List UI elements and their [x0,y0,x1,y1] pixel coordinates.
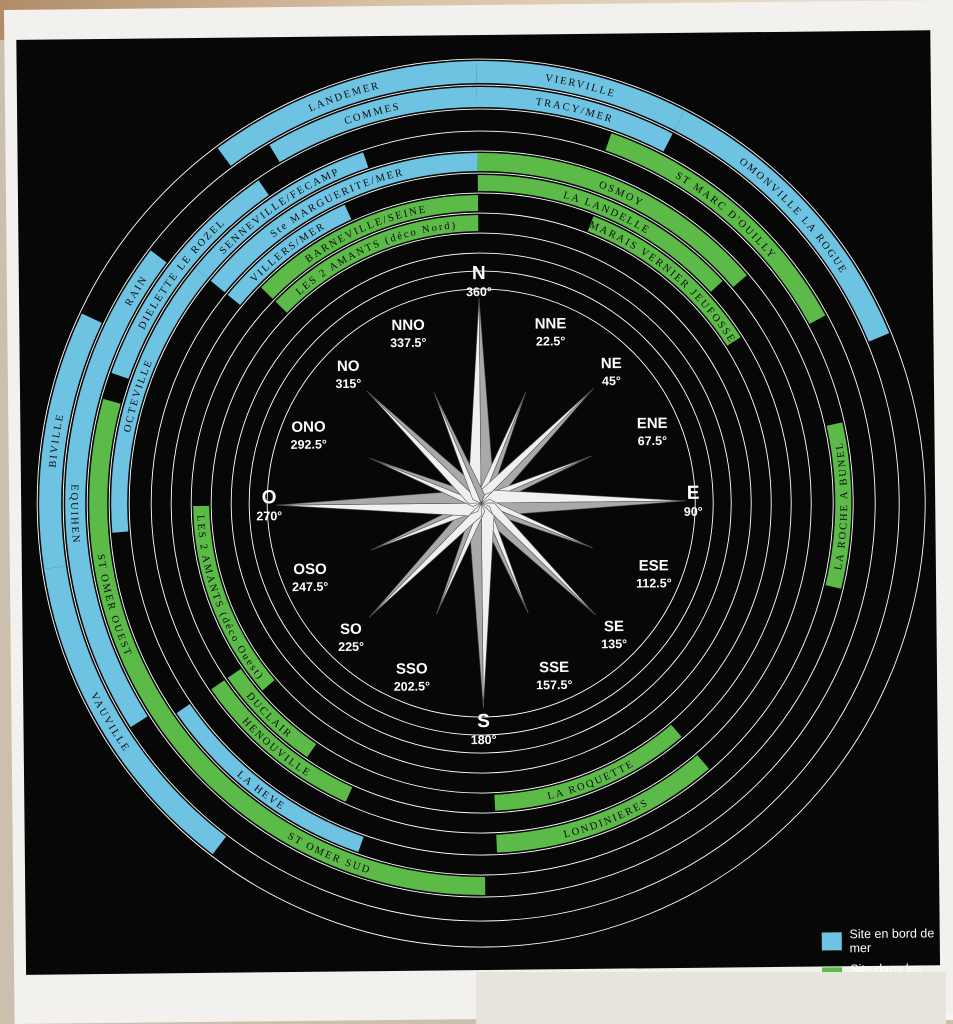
site-segment [476,61,685,131]
compass-degrees: 112.5° [636,576,672,590]
compass-degrees: 270° [256,509,282,523]
page-text-below [476,972,946,1024]
site-segment [825,422,852,589]
compass-degrees: 247.5° [292,580,328,594]
compass-direction: SSO [396,660,428,677]
compass-direction: O [262,487,277,508]
site-segment [275,215,479,313]
ring-line [230,252,732,754]
compass-degrees: 225° [338,640,364,654]
ring-lines [36,58,926,948]
site-segment [477,153,747,287]
site-segment [111,268,208,533]
site-segment [195,152,369,279]
ring-line [210,232,752,774]
ring-line [190,212,772,794]
compass-degrees: 337.5° [390,336,426,350]
site-segment [111,180,269,379]
compass-degrees: 360° [466,285,492,299]
compass-direction: ESE [639,557,669,574]
compass-direction: E [687,483,700,504]
compass-rose [276,298,687,709]
site-segment [496,755,709,853]
compass-direction: NNO [391,317,425,334]
ring-line [150,172,812,834]
compass-degrees: 157.5° [536,678,572,692]
site-segment [217,61,477,166]
site-segment [476,87,673,152]
site-segment [210,153,478,293]
ring-line [266,288,696,718]
compass-direction: SO [340,621,362,638]
site-segment [193,505,275,691]
site-segment [39,313,102,570]
compass-degrees: 292.5° [291,437,327,451]
ring-line [86,108,876,898]
compass-direction: SE [604,618,624,635]
compass-degrees: 45° [602,374,621,388]
site-segment [89,398,225,788]
compass-direction: NNE [535,315,567,332]
compass-degrees: 22.5° [536,334,565,348]
site-label: EQUIHEN [68,484,81,545]
compass-direction: N [472,263,486,284]
compass-direction: ENE [637,415,668,432]
site-segment [227,668,317,758]
site-segment [65,298,148,728]
compass-degrees: 180° [471,733,497,747]
site-segment [269,87,478,163]
compass-degrees: 90° [684,505,703,519]
legend-label-sea: Site en bord de mer [849,926,935,956]
compass-degrees: 67.5° [638,434,667,448]
site-segment [674,110,890,342]
compass-direction: SSE [539,659,569,676]
compass-degrees: 202.5° [394,679,430,693]
ring-line [62,84,900,922]
compass-degrees: 315° [335,377,361,391]
compass-direction: OSO [293,561,327,578]
site-segment [477,175,723,292]
rose-point-shade [433,392,485,504]
site-segment [261,195,479,299]
site-label: LA ROQUETTE [546,758,637,802]
site-segment [176,704,364,853]
site-segment [211,680,353,802]
ring-line [248,270,714,736]
compass-direction: NO [337,358,360,375]
ring-line [128,150,834,856]
ring-line [36,58,926,948]
site-segment [44,565,227,855]
legend-item-sea: Site en bord de mer [821,926,940,956]
site-segment [192,756,486,896]
legend-swatch-sea [821,932,842,951]
ring-line [170,192,792,814]
site-segment [605,133,826,324]
compass-direction: NE [601,355,622,372]
site-segment [587,216,741,346]
compass-degrees: 135° [601,637,627,651]
site-segment [494,724,682,811]
compass-direction: ONO [291,418,326,435]
site-segment [227,204,352,305]
ring-line [108,130,854,876]
compass-direction: S [477,711,490,732]
